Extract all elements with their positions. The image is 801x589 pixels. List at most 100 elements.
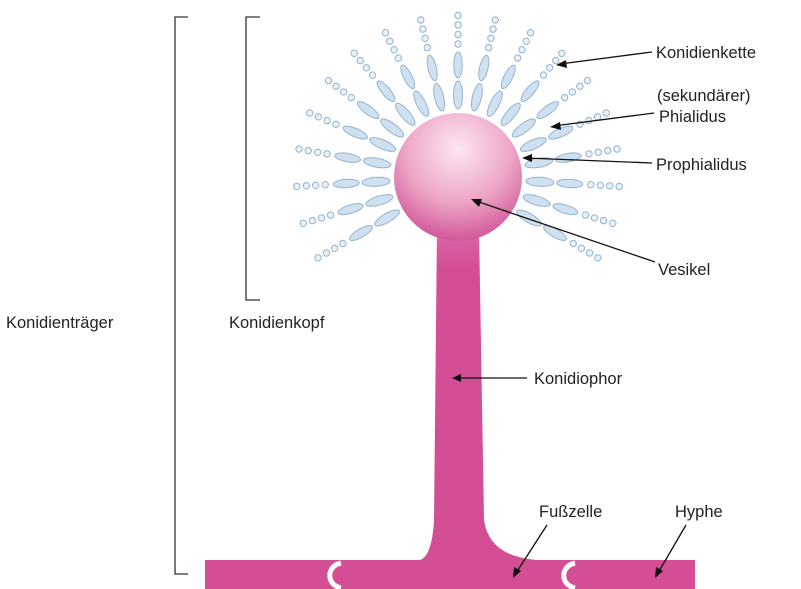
conidium xyxy=(351,50,357,56)
phialide xyxy=(355,99,381,121)
label-konidiophor: Konidiophor xyxy=(534,370,623,388)
conidium xyxy=(307,110,313,116)
conidium xyxy=(591,215,597,221)
conidium xyxy=(363,65,369,71)
conidium xyxy=(586,250,592,256)
conidium xyxy=(294,183,300,189)
conidium xyxy=(331,245,337,251)
prophialide xyxy=(362,177,390,188)
conidium xyxy=(305,147,311,153)
conidium xyxy=(610,220,616,226)
conidium xyxy=(323,250,329,256)
conidium xyxy=(315,149,321,155)
prophialide xyxy=(365,192,394,209)
prophialide xyxy=(510,116,538,140)
arrow-konidienkette xyxy=(560,52,652,64)
prophialide xyxy=(484,89,505,118)
conidium xyxy=(614,146,620,152)
conidium xyxy=(369,72,375,78)
label-fusszelle: Fußzelle xyxy=(539,503,602,521)
conidium xyxy=(578,245,584,251)
conidium xyxy=(418,17,424,23)
conidium xyxy=(357,57,363,63)
conidium xyxy=(607,183,613,189)
conidium xyxy=(600,217,606,223)
vesicle xyxy=(394,113,522,241)
conidium xyxy=(340,240,346,246)
label-hyphe: Hyphe xyxy=(675,503,723,521)
conidium xyxy=(455,41,461,47)
label-konidienkopf: Konidienkopf xyxy=(229,314,325,332)
phialide xyxy=(477,54,491,81)
prophialide xyxy=(411,89,432,118)
conidium xyxy=(605,147,611,153)
conidium xyxy=(333,121,339,127)
conidium xyxy=(540,72,546,78)
prophialide xyxy=(526,177,554,188)
conidium xyxy=(391,47,397,53)
conidiophore-stalk xyxy=(420,228,536,560)
conidium xyxy=(595,255,601,261)
phialide xyxy=(542,223,569,243)
prophialide xyxy=(522,192,551,209)
conidium xyxy=(333,83,339,89)
label-prophialidus: Prophialidus xyxy=(656,156,747,174)
conidium xyxy=(313,182,319,188)
conidium xyxy=(455,12,461,18)
conidium xyxy=(523,38,529,44)
prophialide xyxy=(515,207,544,229)
conidium xyxy=(595,149,601,155)
phialide xyxy=(333,179,359,189)
phialide xyxy=(342,124,369,142)
conidium xyxy=(324,151,330,157)
phialide xyxy=(425,54,439,81)
conidium xyxy=(315,255,321,261)
conidium xyxy=(309,217,315,223)
prophialide xyxy=(454,81,463,109)
conidium xyxy=(597,182,603,188)
conidium xyxy=(490,26,496,32)
conidium xyxy=(318,215,324,221)
prophialide xyxy=(469,83,484,112)
conidium xyxy=(296,146,302,152)
conidium xyxy=(300,220,306,226)
prophialide xyxy=(498,101,523,128)
konidientraeger-bracket xyxy=(175,17,188,574)
phialide xyxy=(374,79,397,104)
phialide xyxy=(555,151,582,164)
conidium xyxy=(303,183,309,189)
conidium xyxy=(324,117,330,123)
conidium xyxy=(455,31,461,37)
conidium xyxy=(577,83,583,89)
conidium xyxy=(341,89,347,95)
phialide xyxy=(535,99,561,121)
conidium xyxy=(382,30,388,36)
prophialide xyxy=(368,135,397,154)
phialide xyxy=(398,63,417,90)
label-sekundaerer: (sekundärer) xyxy=(657,87,751,105)
phialide xyxy=(552,201,579,217)
conidium xyxy=(488,35,494,41)
phialide xyxy=(334,151,361,164)
label-konidienkette: Konidienkette xyxy=(656,44,756,62)
phialide xyxy=(547,124,574,142)
conidium xyxy=(519,47,525,53)
conidium xyxy=(582,212,588,218)
conidium xyxy=(559,50,565,56)
conidium xyxy=(387,38,393,44)
conidium xyxy=(420,26,426,32)
prophialide xyxy=(363,156,392,170)
conidium xyxy=(603,110,609,116)
conidium xyxy=(486,44,492,50)
conidium xyxy=(570,240,576,246)
label-vesikel: Vesikel xyxy=(658,261,710,279)
conidium xyxy=(515,55,521,61)
conidium xyxy=(322,182,328,188)
conidium xyxy=(422,35,428,41)
conidium xyxy=(594,114,600,120)
conidium xyxy=(588,182,594,188)
conidium xyxy=(325,77,331,83)
conidium xyxy=(348,94,354,100)
hypha-base xyxy=(205,560,695,589)
